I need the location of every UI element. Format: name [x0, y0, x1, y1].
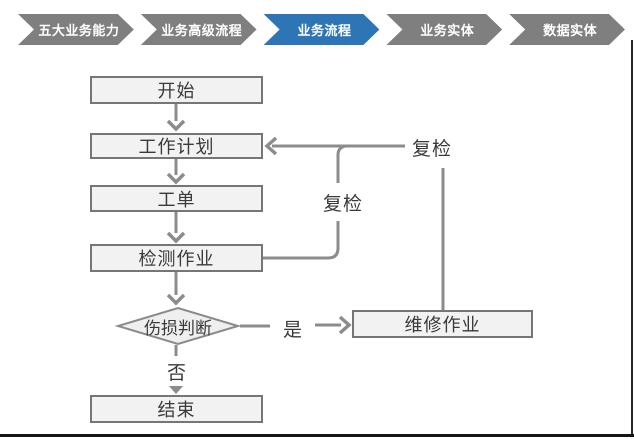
frame-right-border: [631, 40, 633, 436]
arrowhead-down-icon: [166, 231, 186, 244]
breadcrumb-step-label: 五大业务能力: [38, 23, 120, 38]
breadcrumb-step-high-level-process[interactable]: 业务高级流程: [141, 14, 257, 45]
flow-node-label: 维修作业: [404, 315, 481, 335]
flow-node-label: 结束: [157, 400, 196, 420]
arrowhead-right-icon: [338, 315, 352, 335]
flow-node-inspection: 检测作业: [90, 244, 263, 272]
flow-node-label: 伤损判断: [144, 319, 212, 338]
breadcrumb-step-label: 数据实体: [543, 23, 598, 38]
arrowhead-down-icon: [166, 293, 186, 306]
arrowhead-down-icon: [166, 172, 186, 185]
flow-node-label: 开始: [157, 81, 196, 101]
process-breadcrumb: 五大业务能力 业务高级流程 业务流程 业务实体 数据实体: [18, 14, 625, 45]
edge-label-recheck-inner: 复检: [320, 189, 366, 216]
flow-node-start: 开始: [90, 76, 263, 104]
edge-label-no: 否: [165, 358, 189, 385]
breadcrumb-step-label: 业务流程: [297, 23, 352, 38]
flow-node-damage-decision: 伤损判断: [116, 308, 240, 345]
frame-bottom-border: [0, 434, 634, 437]
flow-node-label: 工单: [157, 189, 196, 210]
arrowhead-small-down-icon: [169, 386, 183, 394]
breadcrumb-step-label: 业务实体: [420, 23, 475, 38]
breadcrumb-step-business-process[interactable]: 业务流程: [264, 14, 380, 45]
breadcrumb-step-capabilities[interactable]: 五大业务能力: [18, 14, 134, 45]
breadcrumb-step-label: 业务高级流程: [161, 23, 243, 38]
flow-node-label: 工作计划: [138, 137, 215, 157]
edge-label-yes: 是: [281, 315, 305, 342]
edge-recheck-inner-top: [336, 144, 347, 183]
breadcrumb-step-data-entity[interactable]: 数据实体: [509, 14, 625, 45]
arrowhead-left-icon: [264, 136, 278, 156]
edge-label-recheck-outer: 复检: [409, 134, 455, 161]
flow-node-work-order: 工单: [90, 185, 263, 212]
flow-node-end: 结束: [90, 395, 263, 423]
flow-node-label: 检测作业: [138, 249, 215, 269]
flow-node-repair: 维修作业: [352, 310, 533, 338]
edge-recheck-inner-bottom: [263, 221, 340, 260]
breadcrumb-step-business-entity[interactable]: 业务实体: [386, 14, 502, 45]
decision-diamond-shape: [114, 306, 242, 346]
arrowhead-down-icon: [166, 119, 186, 132]
flow-node-work-plan: 工作计划: [90, 133, 263, 159]
